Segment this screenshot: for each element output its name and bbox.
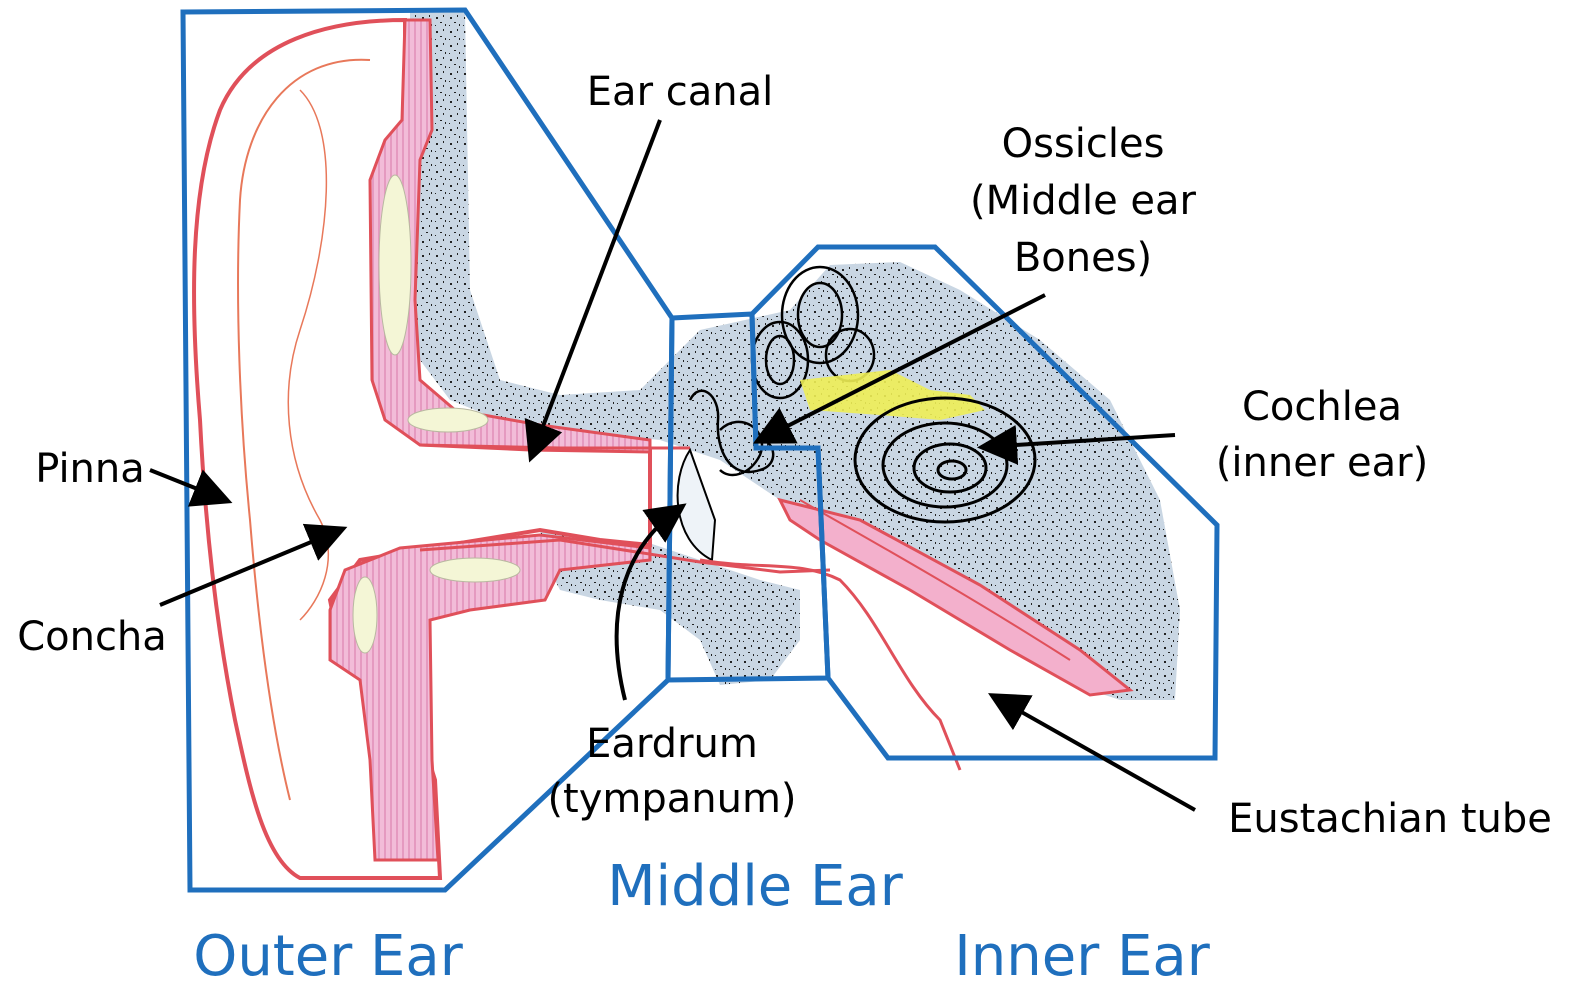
ossicles-label-line2: (Middle ear	[970, 178, 1197, 224]
eardrum-label-line2: (tympanum)	[547, 776, 796, 822]
cartilage-bone-3	[430, 558, 520, 582]
middle-ear-label: Middle Ear	[607, 854, 903, 919]
ear-canal-label: Ear canal	[587, 69, 773, 115]
cartilage-bone-4	[353, 577, 377, 653]
eustachian-arrow	[995, 697, 1195, 810]
ossicles-label-line3: Bones)	[1014, 235, 1152, 281]
eustachian-tube-label: Eustachian tube	[1228, 796, 1552, 842]
cartilage-bone-2	[408, 408, 488, 432]
cartilage-bone-1	[379, 175, 411, 355]
outer-ear-label: Outer Ear	[193, 924, 464, 987]
ossicles-label-line1: Ossicles	[1002, 121, 1165, 167]
inner-ear-label: Inner Ear	[954, 924, 1210, 987]
pinna-label: Pinna	[35, 446, 145, 492]
cochlea-label-line1: Cochlea	[1242, 384, 1402, 430]
cochlea-label-line2: (inner ear)	[1216, 440, 1428, 486]
eardrum-label-line1: Eardrum	[586, 721, 758, 767]
eardrum-shape	[678, 450, 715, 560]
concha-label: Concha	[17, 614, 167, 660]
